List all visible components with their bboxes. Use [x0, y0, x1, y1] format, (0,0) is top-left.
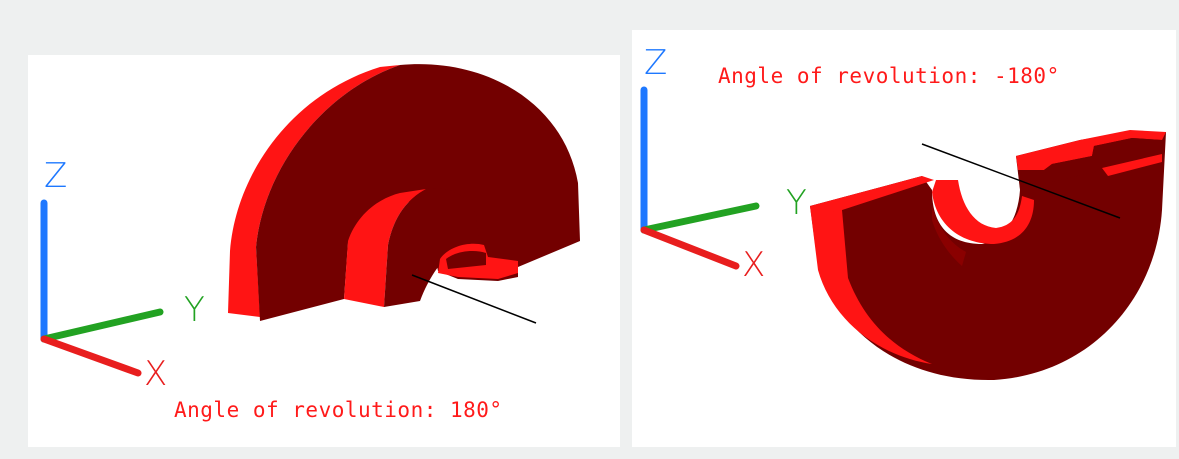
- hub-notch-dark: [932, 206, 966, 266]
- z-axis-label: Z: [644, 43, 667, 83]
- y-axis: [40, 308, 164, 343]
- revolution-angle-caption: Angle of revolution: 180°: [174, 398, 503, 422]
- hub-dark-face: [384, 188, 480, 307]
- x-axis: [40, 335, 142, 377]
- left-viewport: Z Y X Angle of revolution: 180°: [28, 55, 620, 447]
- revolved-solid-180: [228, 64, 580, 321]
- y-axis: [640, 202, 760, 234]
- ucs-icon: Z Y X: [40, 156, 205, 394]
- right-drawing: Z Y X: [640, 43, 1166, 381]
- step-top-face: [1016, 130, 1166, 170]
- y-axis-label: Y: [184, 290, 205, 330]
- solid-front-face: [810, 132, 1166, 381]
- x-axis-label: X: [742, 245, 765, 285]
- right-viewport: Z Y X Angle of revolution: -180°: [632, 30, 1176, 447]
- ucs-icon: Z Y X: [640, 43, 807, 285]
- left-drawing: Z Y X: [40, 64, 580, 394]
- solid-rim-face: [228, 65, 400, 317]
- y-axis-label: Y: [786, 183, 807, 223]
- inner-step-dark: [446, 251, 486, 269]
- x-axis-label: X: [144, 354, 167, 394]
- revolved-solid-minus-180: [810, 130, 1166, 381]
- revolution-axis-line: [921, 143, 1121, 219]
- revolution-angle-caption: Angle of revolution: -180°: [718, 64, 1060, 88]
- z-axis-label: Z: [44, 156, 67, 196]
- hub-ring-face: [344, 189, 426, 307]
- step-inner-bright: [1102, 154, 1162, 176]
- hub-notch-face: [932, 180, 1034, 244]
- top-edge-face: [810, 176, 934, 212]
- revolution-axis-line: [411, 274, 537, 324]
- solid-rim-face: [810, 206, 932, 364]
- step-side-face: [1018, 138, 1162, 188]
- x-axis: [640, 226, 740, 270]
